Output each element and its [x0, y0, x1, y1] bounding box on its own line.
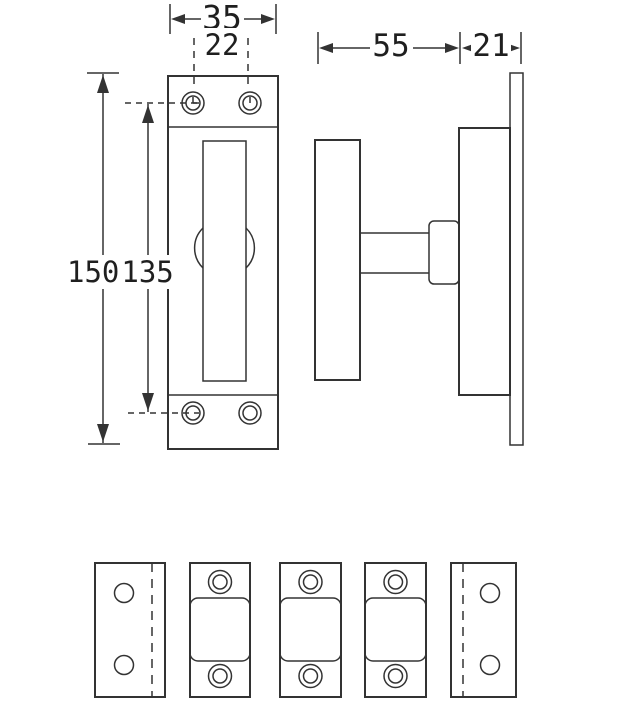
housing-block — [458, 127, 511, 396]
keeper-block — [364, 597, 427, 662]
grommet-outer — [207, 663, 233, 689]
screw-hole-bottom-right-inner — [242, 405, 258, 421]
grommet-outer — [298, 569, 323, 595]
screw-hole-bottom-left — [181, 401, 205, 425]
plate-hole — [113, 582, 135, 604]
arrow-down — [97, 424, 109, 442]
side-view — [314, 72, 524, 446]
slide-channel — [202, 140, 247, 382]
dim-value-22: 22 — [203, 28, 241, 62]
arrow-down — [142, 393, 154, 411]
dim-value-135: 135 — [120, 255, 175, 289]
arrow-right — [445, 43, 459, 53]
plate-outline — [189, 562, 251, 698]
dim-label-base-depth: 21 — [467, 28, 515, 64]
knob-head — [314, 139, 361, 381]
dim-label-hole-spacing: 22 — [192, 28, 252, 62]
front-dimension-lines — [87, 4, 277, 445]
plate-outline — [364, 562, 427, 698]
dim-value-150: 150 — [66, 255, 121, 289]
grommet-inner — [302, 668, 319, 684]
grommet-outer — [207, 569, 233, 595]
front-plate-outline — [167, 75, 279, 450]
keeper-plate-front — [189, 562, 251, 698]
grommet-outer — [383, 663, 408, 689]
dim-value-55: 55 — [371, 28, 411, 64]
arrow-left — [319, 43, 333, 53]
keeper-plate-back-left — [94, 562, 166, 698]
grommet-outer — [383, 569, 408, 595]
plate-outline — [279, 562, 342, 698]
arrow-up — [142, 105, 154, 123]
dim-label-heights: 150135 — [66, 255, 175, 289]
back-plate-edge — [509, 72, 524, 446]
arrow-right — [261, 14, 275, 24]
screw-hole-top-right-inner — [242, 95, 258, 111]
plate-hole — [479, 582, 501, 604]
keeper-plate-front — [279, 562, 342, 698]
keeper-plate-front — [364, 562, 427, 698]
grommet-inner — [302, 574, 319, 590]
plate-hole — [479, 654, 501, 676]
dim-label-knob-projection: 55 — [366, 28, 416, 64]
keeper-plates-row — [94, 562, 517, 698]
grommet-inner — [212, 668, 228, 684]
knob-collar — [428, 220, 460, 285]
screw-hole-bottom-right — [238, 401, 262, 425]
keeper-plate-back-right — [450, 562, 517, 698]
grommet-inner — [387, 668, 404, 684]
dim-value-21: 21 — [471, 28, 511, 64]
plate-hole — [113, 654, 135, 676]
plate-outline — [450, 562, 517, 698]
keeper-block — [279, 597, 342, 662]
plate-outline — [94, 562, 166, 698]
knob-arc-right — [245, 227, 256, 269]
keeper-block — [189, 597, 251, 662]
knob-arc-left — [193, 227, 204, 269]
grommet-inner — [212, 574, 228, 590]
grommet-outer — [298, 663, 323, 689]
front-view — [167, 75, 279, 450]
grommet-inner — [387, 574, 404, 590]
arrow-up — [97, 75, 109, 93]
screw-hole-top-right — [238, 91, 262, 115]
arrow-left — [171, 14, 185, 24]
